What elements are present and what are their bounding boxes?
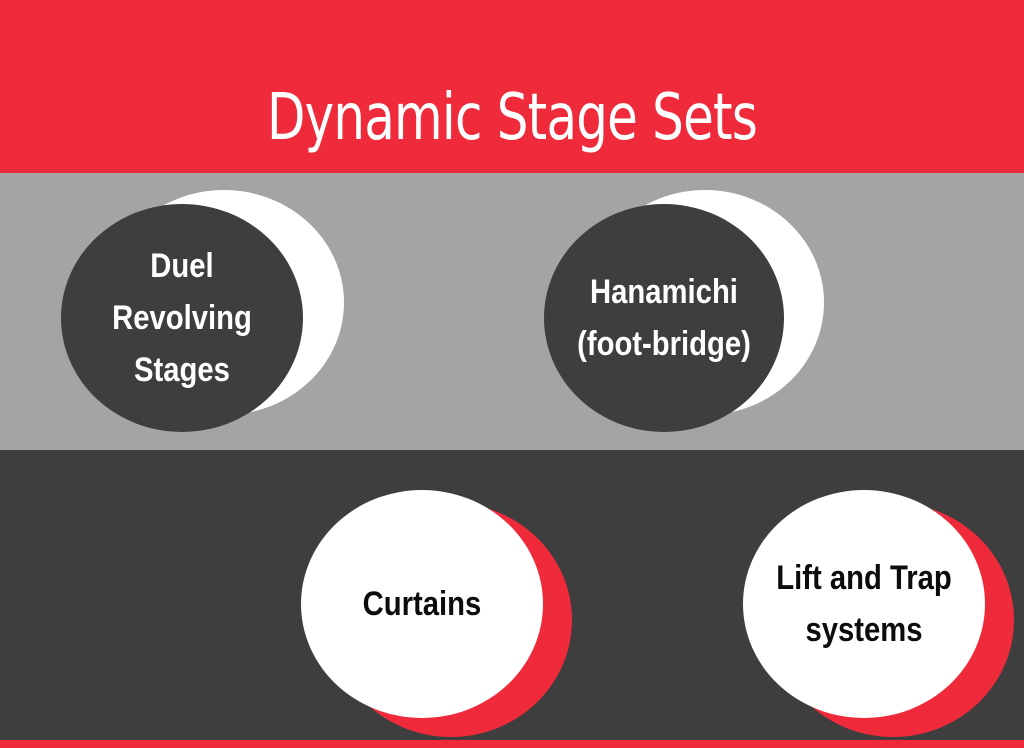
disc-lift-and-trap (743, 490, 985, 718)
label-line: (foot-bridge) (577, 325, 751, 363)
label-line: Stages (134, 351, 230, 389)
label-line: Hanamichi (590, 273, 738, 311)
label-line: Duel (150, 247, 214, 285)
label-line: Curtains (362, 585, 482, 623)
disc-hanamichi (544, 204, 784, 432)
disc-revolving-stages (61, 204, 303, 432)
label-line: Lift and Trap (776, 559, 952, 597)
label-hanamichi: Hanamichi (foot-bridge) (561, 204, 767, 432)
disc-curtains (301, 490, 543, 718)
page-title: Dynamic Stage Sets (266, 81, 758, 155)
label-revolving-stages: Duel Revolving Stages (78, 204, 286, 432)
label-line: Revolving (112, 299, 252, 337)
label-lift-and-trap: Lift and Trap systems (760, 490, 968, 718)
label-curtains: Curtains (318, 490, 526, 718)
bottom-accent-strip (0, 740, 1024, 748)
label-line: systems (805, 611, 923, 649)
header-banner (0, 0, 1024, 173)
